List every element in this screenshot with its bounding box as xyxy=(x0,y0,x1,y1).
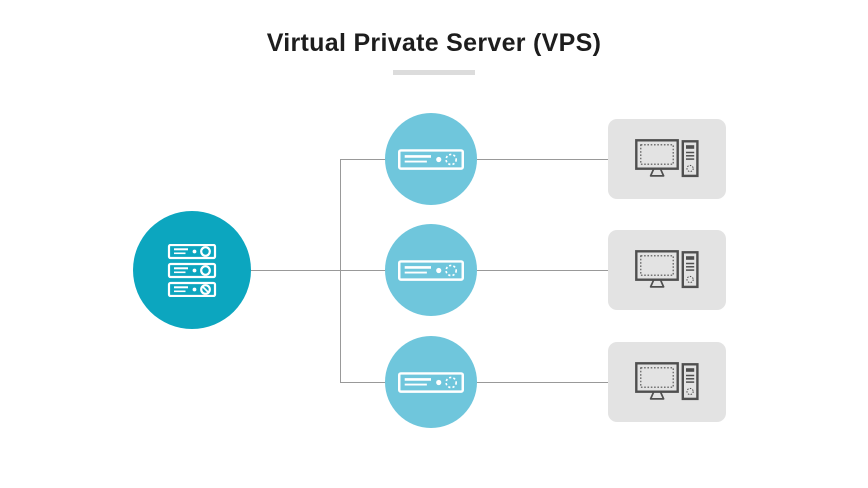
connector-vps1-client1 xyxy=(477,159,608,160)
connector-branch-3 xyxy=(340,382,386,383)
server-icon xyxy=(398,259,464,281)
node-vps-2 xyxy=(385,224,477,316)
computer-icon xyxy=(635,139,699,179)
server-rack-icon xyxy=(167,243,217,297)
node-client-2 xyxy=(608,230,726,310)
server-icon xyxy=(398,148,464,170)
connector-trunk xyxy=(340,159,341,383)
computer-icon xyxy=(635,362,699,402)
connector-vps2-client2 xyxy=(477,270,608,271)
connector-host-trunk xyxy=(250,270,340,271)
node-vps-3 xyxy=(385,336,477,428)
computer-icon xyxy=(635,250,699,290)
connector-branch-1 xyxy=(340,159,386,160)
connector-vps3-client3 xyxy=(477,382,608,383)
connector-branch-2 xyxy=(340,270,386,271)
title-underline xyxy=(393,70,475,75)
node-host-server xyxy=(133,211,251,329)
page-title: Virtual Private Server (VPS) xyxy=(266,29,602,57)
node-client-1 xyxy=(608,119,726,199)
server-icon xyxy=(398,371,464,393)
node-vps-1 xyxy=(385,113,477,205)
node-client-3 xyxy=(608,342,726,422)
